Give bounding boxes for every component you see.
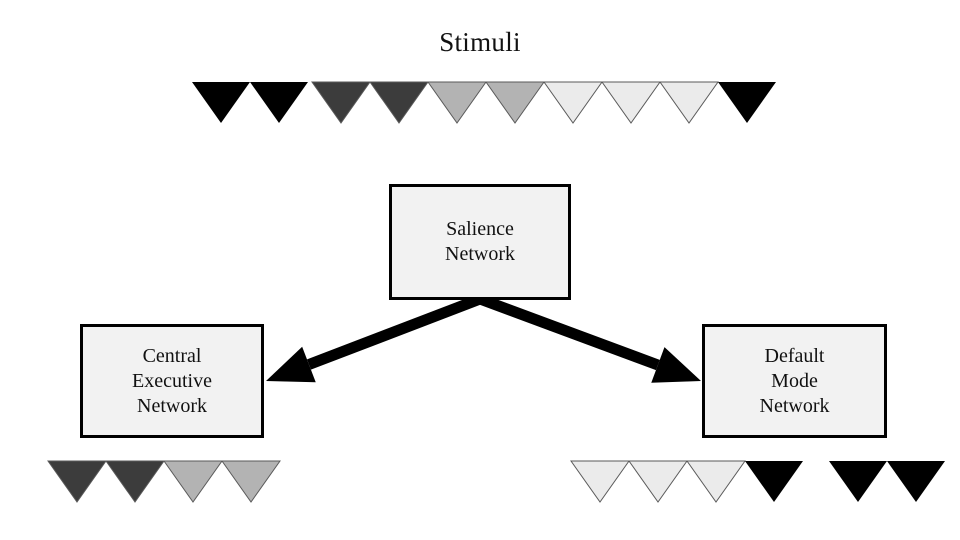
node-salience-network-label: Salience Network <box>445 218 515 265</box>
stimulus-triangle-dark-gray <box>105 460 165 503</box>
stimulus-triangle-dark-gray <box>47 460 107 503</box>
stimulus-triangle-medium-gray <box>485 81 545 124</box>
stimulus-triangle-dark-gray <box>311 81 371 124</box>
page-title: Stimuli <box>439 27 521 57</box>
stimulus-triangle-black <box>250 82 308 123</box>
arrow-shaft <box>478 293 660 371</box>
stimulus-triangle-black <box>829 461 887 502</box>
node-central-executive-network[interactable]: Central Executive Network <box>80 324 264 438</box>
stimulus-triangle-black <box>718 82 776 123</box>
arrow-salience-to-default-mode <box>478 293 701 383</box>
node-central-executive-network-label: Central Executive Network <box>132 344 212 417</box>
stimulus-triangle-light-gray <box>543 81 603 124</box>
stimulus-triangle-light-gray <box>659 81 719 124</box>
arrow-salience-to-central-executive <box>266 293 482 383</box>
stimulus-triangle-light-gray <box>570 460 630 503</box>
stimuli-triangle-row <box>192 81 776 124</box>
node-default-mode-network[interactable]: Default Mode Network <box>702 324 887 438</box>
node-salience-network[interactable]: Salience Network <box>389 184 571 300</box>
stimulus-triangle-dark-gray <box>369 81 429 124</box>
arrow-head <box>651 347 701 383</box>
stimulus-triangle-medium-gray <box>163 460 223 503</box>
stimulus-triangle-light-gray <box>628 460 688 503</box>
node-default-mode-network-label: Default Mode Network <box>759 344 830 417</box>
stimulus-triangle-light-gray <box>601 81 661 124</box>
central-executive-triangle-row <box>47 460 281 503</box>
stimulus-triangle-black <box>887 461 945 502</box>
stimulus-triangle-black <box>192 82 250 123</box>
stimulus-triangle-medium-gray <box>427 81 487 124</box>
stimulus-triangle-medium-gray <box>221 460 281 503</box>
default-mode-triangle-row <box>570 460 945 503</box>
stimulus-triangle-black <box>745 461 803 502</box>
arrow-shaft <box>306 293 482 370</box>
stimulus-triangle-light-gray <box>686 460 746 503</box>
arrow-head <box>266 346 316 383</box>
